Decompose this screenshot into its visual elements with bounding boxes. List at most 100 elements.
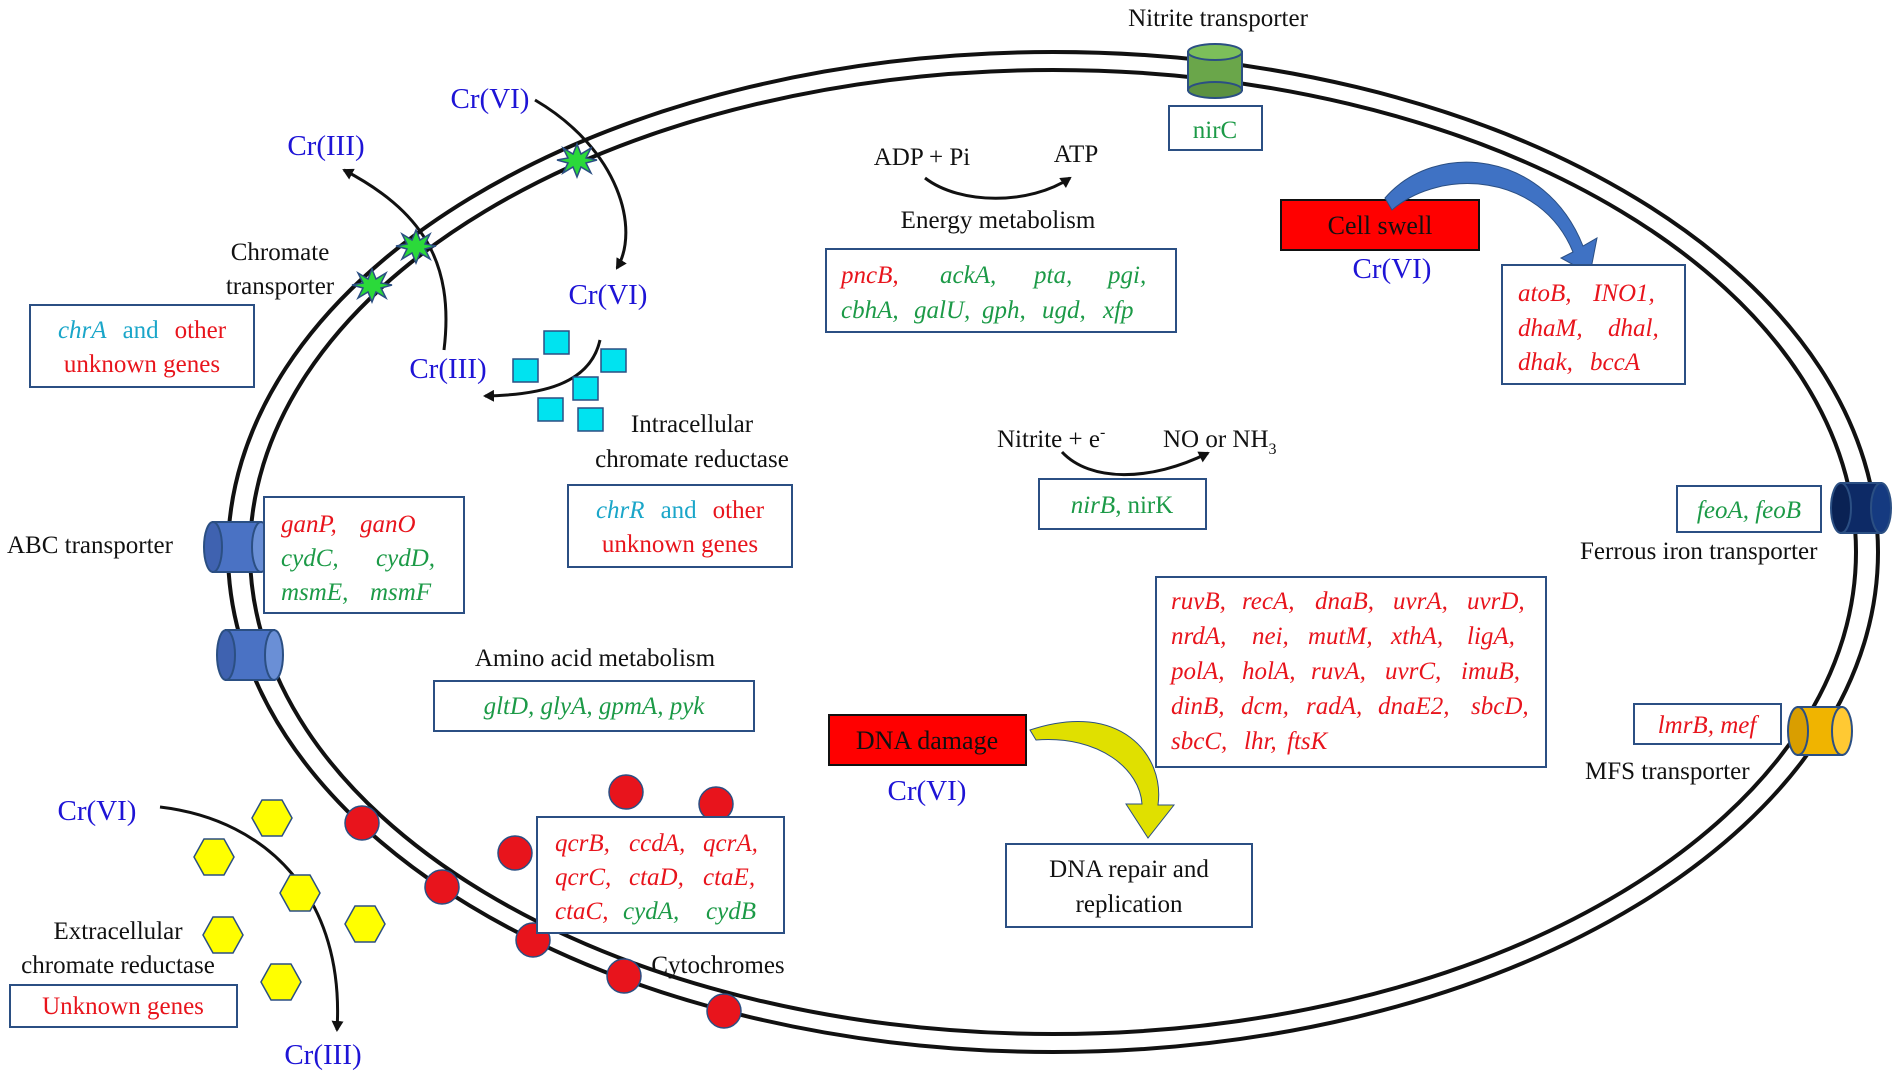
gene-INO1: INO1, <box>1592 280 1655 307</box>
energy-metabolism-label: Energy metabolism <box>901 207 1096 234</box>
mfs-genes: lmrB, mef <box>1658 712 1760 739</box>
gene-atoB: atoB, <box>1518 280 1571 307</box>
mfs-transporter-icon <box>1787 706 1853 756</box>
gene-cydA: cydA, <box>623 898 679 925</box>
intracellular-label-2: chromate reductase <box>595 446 789 473</box>
cytochrome-dot-icon <box>706 993 742 1029</box>
dna-damage-crvi: Cr(VI) <box>888 775 967 807</box>
reductase-square-icon <box>537 397 564 422</box>
chrr-other: other <box>713 497 765 524</box>
extracellular-hexagons <box>193 799 386 1001</box>
feo-box <box>1676 485 1822 533</box>
dna-damage-label: DNA damage <box>856 726 998 755</box>
gene-ftsK: ftsK <box>1287 728 1329 755</box>
adp-pi-label: ADP + Pi <box>874 144 971 171</box>
gene-imuB: imuB, <box>1461 658 1520 685</box>
chra-line-2: unknown genes <box>64 351 220 378</box>
gene-nirB: nirB <box>1071 492 1115 519</box>
cr-iii-top-label: Cr(III) <box>287 130 364 162</box>
cell-swell-row-1: atoB, INO1, <box>1518 280 1655 307</box>
gene-holA: holA, <box>1242 658 1295 685</box>
gene-recA: recA, <box>1242 588 1295 615</box>
gene-ccdA: ccdA, <box>629 830 685 857</box>
cell-swell-row-2: dhaM, dhal, <box>1518 315 1659 342</box>
gene-dcm: dcm, <box>1241 693 1289 720</box>
nir-genes: nirB,nirK <box>1071 492 1174 519</box>
gene-galU: galU, <box>914 297 970 324</box>
transporter-star-icon <box>351 266 393 305</box>
gene-mutM: mutM, <box>1308 623 1373 650</box>
unknown-genes-label: Unknown genes <box>42 993 204 1020</box>
chra-other: other <box>175 317 227 344</box>
intracellular-reduction-arrow <box>483 339 602 402</box>
cyto-row-3: ctaC, cydA, cydB <box>555 898 756 925</box>
gene-radA: radA, <box>1306 693 1362 720</box>
dna-repair-curved-arrow <box>1029 720 1176 839</box>
energy-genes-box <box>825 248 1177 333</box>
gene-pncB: pncB, <box>839 262 899 289</box>
dna-repair-label-1: DNA repair and <box>1049 856 1209 883</box>
chrr-line-2: unknown genes <box>602 531 758 558</box>
amino-acid-metabolism-label: Amino acid metabolism <box>475 645 716 672</box>
reductase-square-icon <box>572 376 599 401</box>
dna-row-5: sbcC, lhr, ftsK <box>1171 728 1329 755</box>
nitrite-e-superscript: - <box>1100 424 1105 441</box>
unknown-genes-box <box>9 984 238 1028</box>
gene-pta: pta, <box>1032 262 1072 289</box>
chromate-transporter-label-2: transporter <box>226 273 335 300</box>
gene-msmF: msmF <box>370 579 432 606</box>
reductase-squares <box>512 330 627 432</box>
nir-separator: , <box>1115 492 1121 519</box>
cytochrome-dot-icon <box>606 958 642 994</box>
gene-cbhA: cbhA, <box>841 297 899 324</box>
transporter-star-icon <box>395 227 437 266</box>
cell-swell-label: Cell swell <box>1328 211 1433 240</box>
cr-iii-inside-label: Cr(III) <box>409 353 486 385</box>
cytochrome-dot-icon <box>497 835 533 871</box>
ferrous-iron-transporter-icon <box>1830 482 1892 534</box>
cyto-row-1: qcrB, ccdA, qcrA, <box>555 830 758 857</box>
abc-row-3: msmE, msmF <box>281 579 432 606</box>
nitrite-transporter-label: Nitrite transporter <box>1128 5 1308 32</box>
extracellular-label-2: chromate reductase <box>21 952 215 979</box>
gene-cydD: cydD, <box>376 545 435 572</box>
cytochrome-dot-icon <box>608 774 644 810</box>
feo-genes: feoA, feoB <box>1697 497 1801 524</box>
gene-uvrA: uvrA, <box>1393 588 1448 615</box>
abc-transporter-label: ABC transporter <box>7 532 174 559</box>
chrr-and: and <box>661 497 698 524</box>
nirc-box <box>1168 105 1263 151</box>
cytochromes-label: Cytochromes <box>651 952 784 979</box>
gene-nrdA: nrdA, <box>1171 623 1226 650</box>
cell-swell-row-3: dhak, bccA <box>1518 349 1641 376</box>
gene-qcrC: qcrC, <box>555 864 611 891</box>
dna-row-3: polA, holA, ruvA, uvrC, imuB, <box>1169 658 1520 685</box>
dna-genes-box <box>1155 576 1547 768</box>
nitrite-transporter-icon <box>1187 43 1243 99</box>
chrr-gene: chrR <box>596 497 645 524</box>
dna-row-1: ruvB, recA, dnaB, uvrA, uvrD, <box>1171 588 1525 615</box>
energy-genes-row-1: pncB, ackA, pta, pgi, <box>839 262 1146 289</box>
gene-ruvB: ruvB, <box>1171 588 1226 615</box>
abc-transporter-icon <box>203 521 271 573</box>
dna-row-2: nrdA, nei, mutM, xthA, ligA, <box>1171 623 1515 650</box>
cyto-row-2: qcrC, ctaD, ctaE, <box>555 864 755 891</box>
nitrite-e-text: Nitrite + e <box>997 426 1100 453</box>
abc-row-2: cydC, cydD, <box>281 545 435 572</box>
gene-ackA: ackA, <box>940 262 996 289</box>
gene-ctaE: ctaE, <box>703 864 755 891</box>
reductase-hexagon-icon <box>251 799 293 837</box>
cytochrome-dots <box>344 774 742 1029</box>
gene-dhal: dhal, <box>1608 315 1659 342</box>
gene-sbcC: sbcC, <box>1171 728 1227 755</box>
reductase-hexagon-icon <box>193 838 235 876</box>
reductase-hexagon-icon <box>260 963 302 1001</box>
nitrite-reduction-arrow <box>1060 450 1210 477</box>
mfs-box <box>1633 703 1782 745</box>
chrr-line-1: chrR and other <box>596 497 765 524</box>
gene-cydB: cydB <box>706 898 756 925</box>
chrr-box <box>567 484 793 568</box>
gene-ganO: ganO <box>360 511 416 538</box>
